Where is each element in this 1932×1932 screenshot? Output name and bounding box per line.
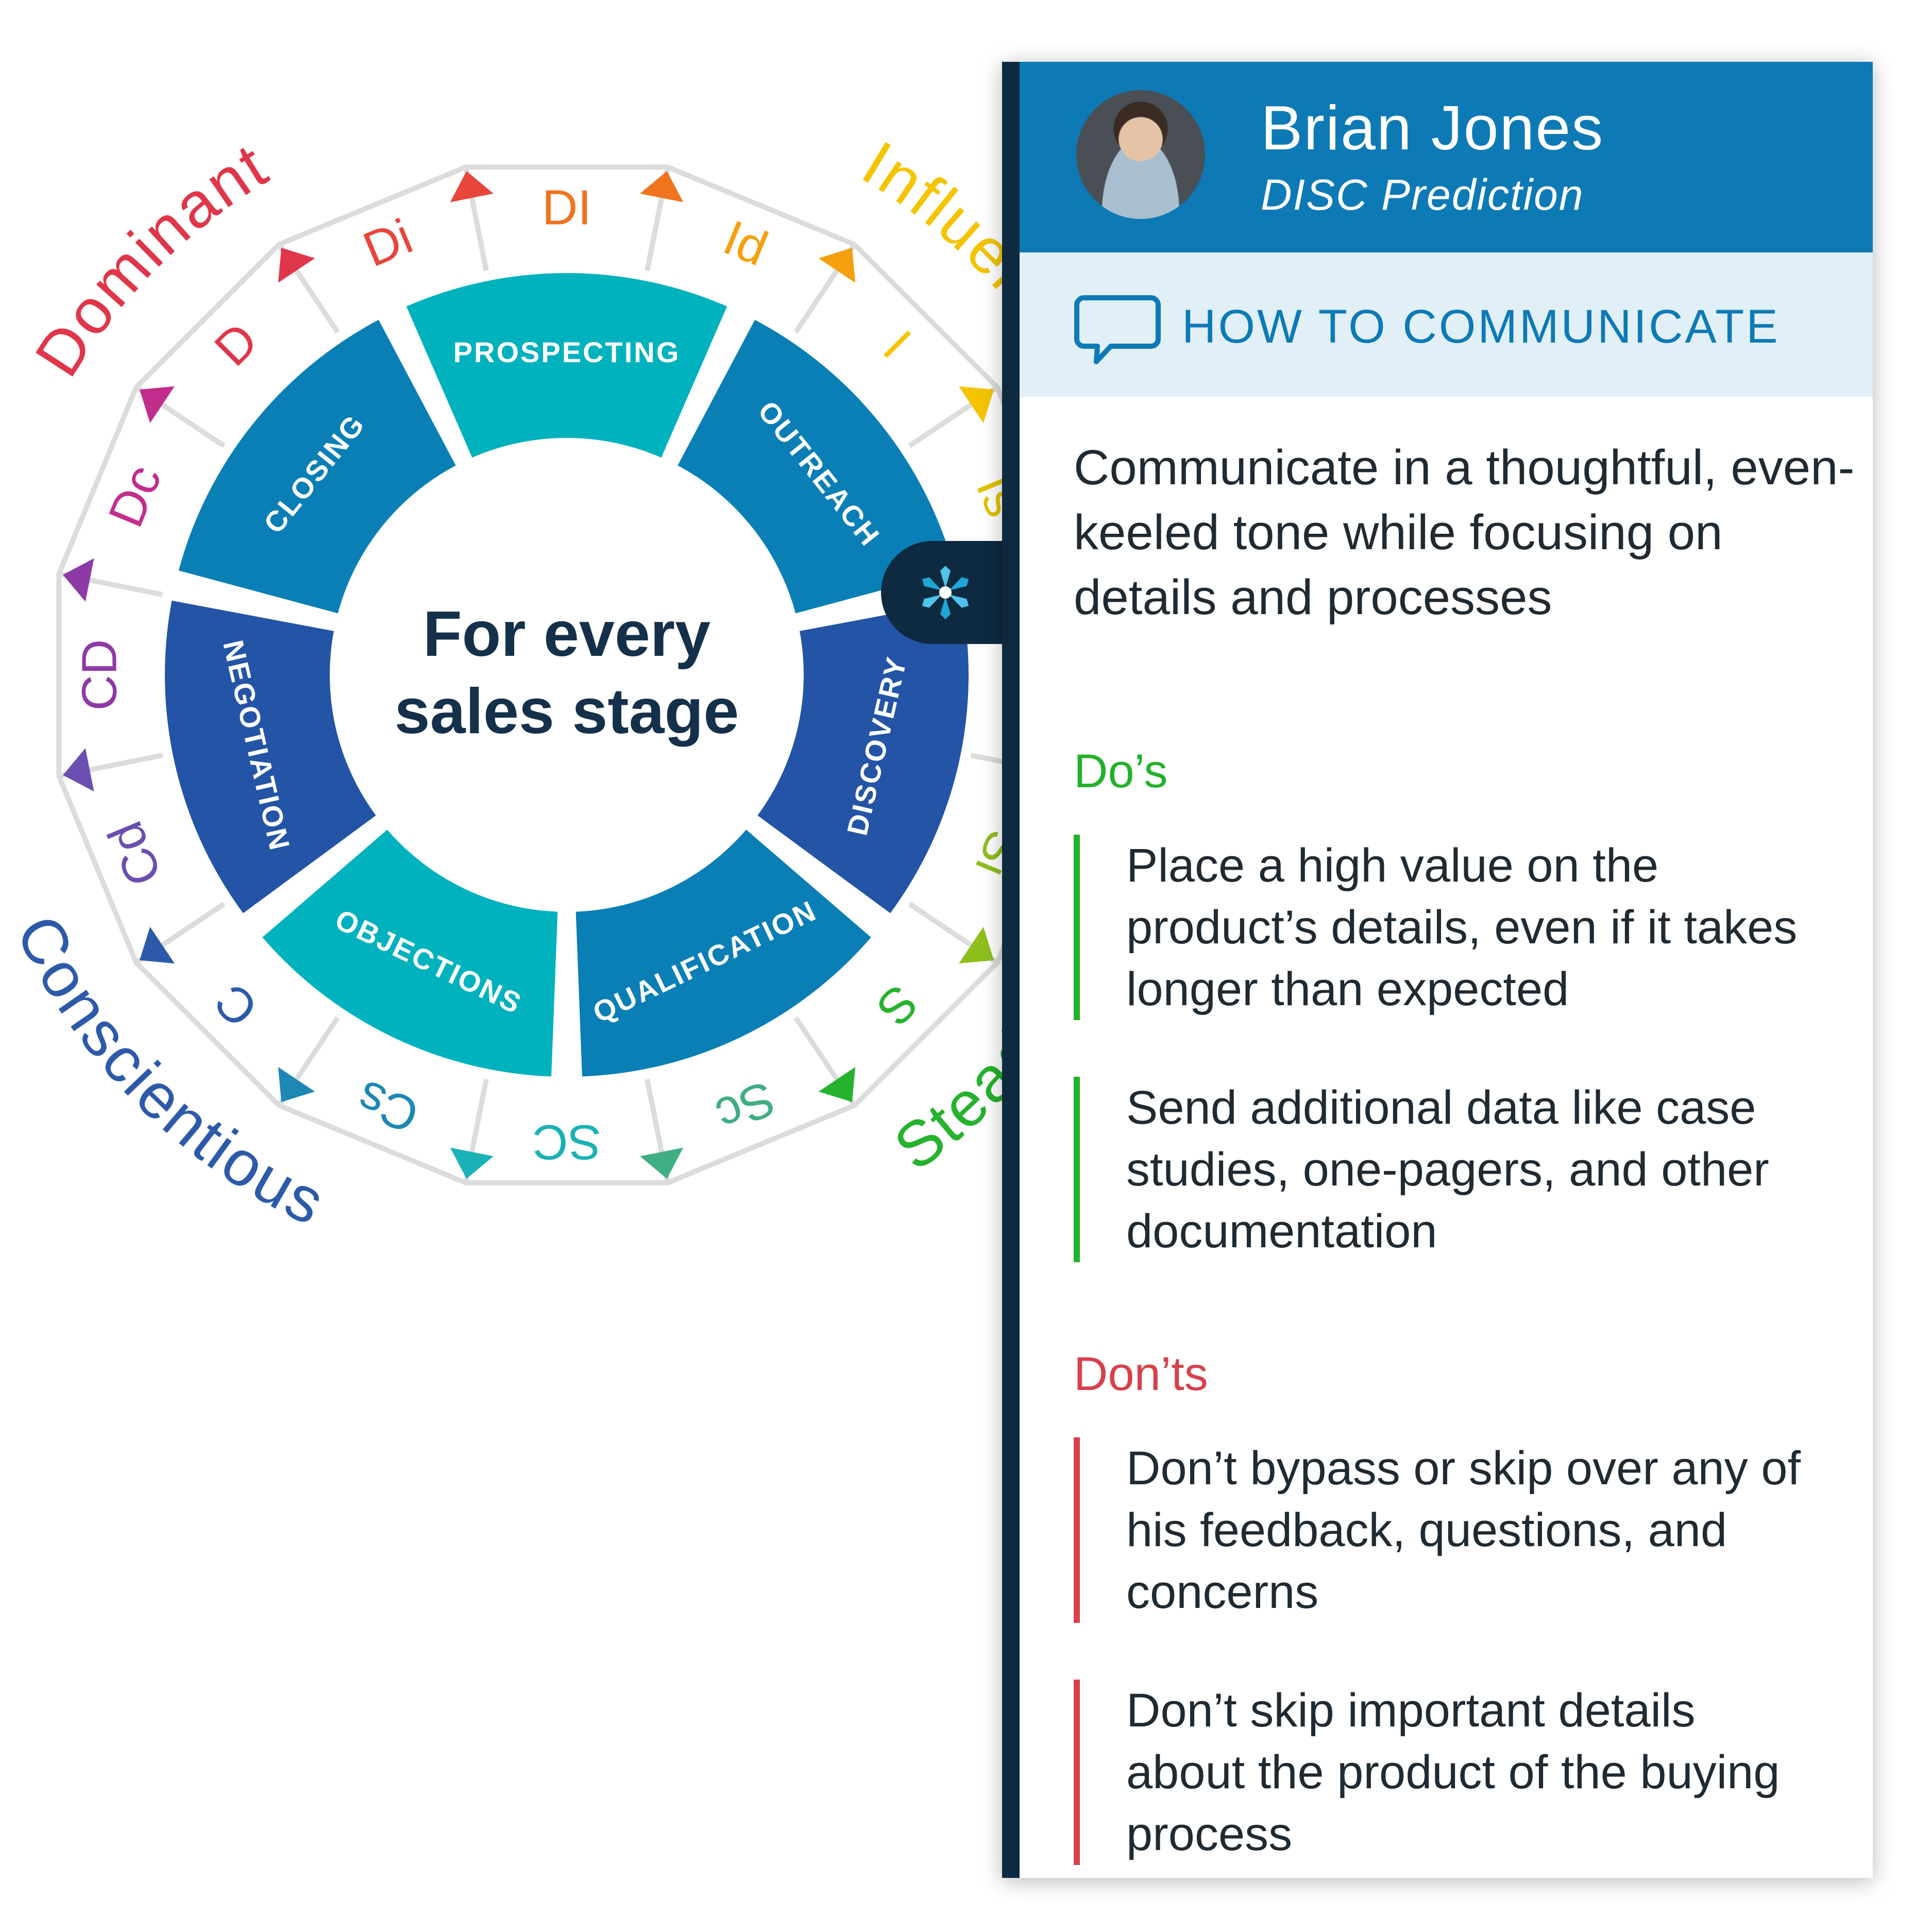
segment-marker — [640, 171, 684, 202]
sales-stage-segment — [575, 829, 871, 1077]
sales-stage-ring: PROSPECTINGOUTREACHDISCOVERYQUALIFICATIO… — [165, 273, 969, 1077]
segment-marker — [140, 386, 175, 423]
disc-prediction-panel: Brian Jones DISC Prediction HOW TO COMMU… — [1002, 62, 1873, 1878]
segment-marker — [959, 386, 994, 423]
section-title: HOW TO COMMUNICATE — [1182, 300, 1780, 353]
segment-marker — [450, 1147, 494, 1179]
disc-segment-label: CD — [72, 639, 127, 711]
sales-stage-segment — [178, 319, 456, 614]
do-item: Place a high value on the product’s deta… — [1074, 835, 1826, 1020]
center-title-line: sales stage — [395, 676, 739, 747]
chat-bubble-icon — [1074, 295, 1161, 364]
sales-stage-segment — [262, 829, 558, 1077]
donts-heading: Don’ts — [1074, 1348, 1208, 1400]
snowflake-logo-icon — [922, 566, 969, 619]
disc-segment-label: SC — [532, 1115, 601, 1170]
user-name: Brian Jones — [1261, 93, 1604, 163]
center-circle — [332, 440, 801, 909]
panel-header: Brian Jones DISC Prediction — [1020, 62, 1873, 252]
segment-marker — [450, 171, 494, 202]
segment-marker — [63, 558, 94, 602]
segment-marker — [140, 926, 175, 964]
segment-marker — [818, 1067, 856, 1102]
segment-marker — [640, 1147, 684, 1179]
center-title-line: For every — [423, 599, 710, 670]
logo-tab — [881, 541, 1010, 644]
dos-heading: Do’s — [1074, 745, 1168, 798]
do-item: Send additional data like case studies, … — [1074, 1077, 1826, 1262]
sales-stage-segment — [165, 600, 376, 913]
sales-stage-segment — [406, 273, 727, 458]
segment-marker — [278, 248, 315, 283]
dont-item: Don’t skip important details about the p… — [1074, 1680, 1826, 1865]
disc-segment-label: DI — [542, 180, 591, 235]
segment-marker — [818, 248, 856, 283]
dont-item: Don’t bypass or skip over any of his fee… — [1074, 1437, 1826, 1623]
segment-marker — [63, 748, 94, 792]
sales-stage-label: PROSPECTING — [453, 336, 681, 368]
section-header: HOW TO COMMUNICATE — [1020, 252, 1873, 397]
avatar — [1076, 90, 1205, 219]
communication-summary: Communicate in a thoughtful, even-keeled… — [1074, 440, 1855, 625]
sales-stage-segment — [677, 319, 955, 614]
segment-marker — [959, 926, 994, 964]
sales-stage-segment — [757, 600, 969, 913]
user-subtitle: DISC Prediction — [1261, 171, 1584, 219]
segment-marker — [278, 1067, 315, 1102]
